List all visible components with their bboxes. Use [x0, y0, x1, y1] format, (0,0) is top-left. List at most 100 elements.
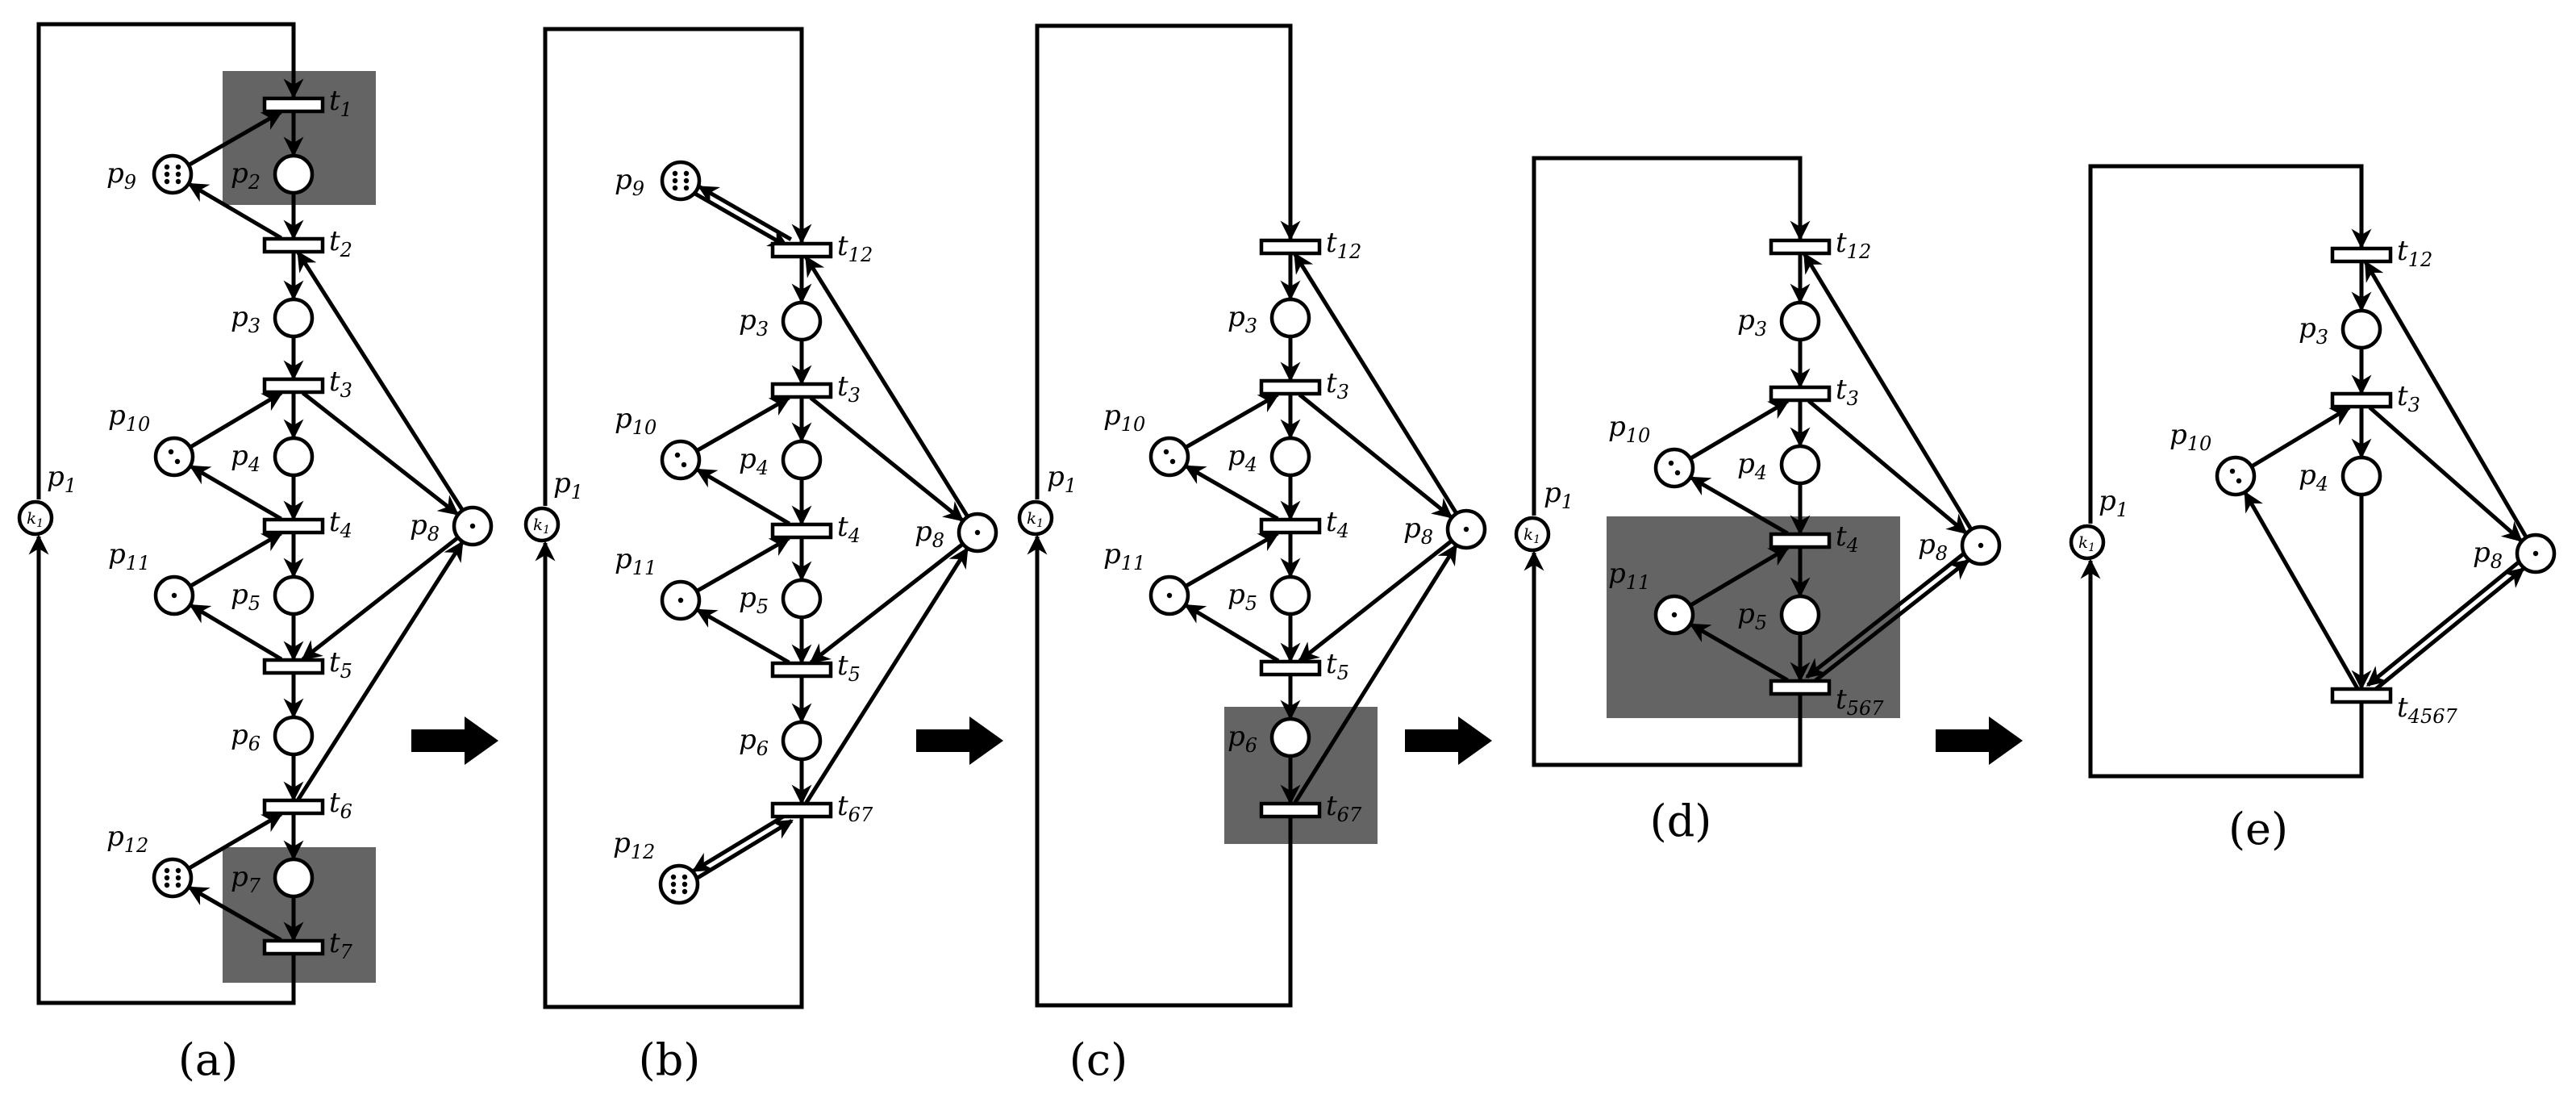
panel-2-arc-t5-p11 — [695, 608, 790, 665]
panel-2-label-t3: t3 — [837, 370, 861, 407]
panel-1-arc-p8-t2 — [296, 250, 465, 512]
panel-2-place-p6 — [781, 720, 823, 762]
panel-1-label-p4: p4 — [231, 440, 261, 476]
panel-2-label-p8: p8 — [915, 516, 944, 552]
panel-2-place-p4 — [781, 439, 823, 481]
panel-2-token-p12-6 — [682, 888, 688, 895]
panel-1-place-p5 — [273, 574, 315, 616]
panel-1-arc-p1-to-first — [36, 22, 304, 499]
panel-1-place-p7 — [273, 857, 315, 899]
panel-1-arc-t4-p10 — [189, 464, 282, 521]
panel-1-token-p12-3 — [164, 875, 170, 881]
panel-4-transition-t12 — [1769, 238, 1832, 256]
panel-5-token-p10-1 — [2229, 468, 2236, 474]
panel-1-label-p12: p12 — [106, 821, 148, 857]
panel-1-transition-t7 — [262, 938, 325, 956]
panel-4-arc-last-to-p1 — [1524, 550, 1803, 767]
panel-3-label-p8: p8 — [1403, 512, 1433, 549]
panel-4-label-p10: p10 — [1608, 411, 1650, 447]
panel-2-caption: (b) — [639, 1034, 701, 1085]
panel-1-transition-t5 — [262, 658, 325, 675]
panel-3-transition-t4 — [1259, 517, 1322, 535]
panel-1-place-p3 — [273, 297, 315, 339]
panel-3-transition-t67 — [1259, 801, 1322, 819]
panel-3-label-p5: p5 — [1228, 579, 1257, 615]
panel-1-place-p4 — [273, 436, 315, 478]
step-arrow-a-to-b — [411, 716, 498, 765]
panel-2-token-p12-1 — [670, 874, 677, 880]
panel-1-label-p10: p10 — [108, 399, 150, 436]
panel-4-arc-t3-p8 — [1807, 399, 1968, 535]
panel-1-token-p8-1 — [469, 523, 476, 529]
panel-2-label-t4: t4 — [837, 511, 861, 547]
panel-5-arc-last-to-p1 — [2080, 558, 2364, 779]
panel-4-token-p10-1 — [1668, 460, 1674, 466]
panel-3-place-p5 — [1269, 574, 1311, 616]
panel-1-place-p12 — [152, 857, 194, 899]
panel-4-arc-t567-p11 — [1689, 622, 1789, 683]
panel-5-place-p4 — [2340, 455, 2382, 497]
panel-3-token-p10-1 — [1163, 449, 1169, 455]
panel-1-token-p9-4 — [175, 171, 181, 178]
panel-4-caption: (d) — [1650, 796, 1712, 846]
panel-4-place-p10 — [1653, 447, 1695, 489]
panel-4-token-p11-1 — [1671, 612, 1678, 618]
panel-2-transition-t4 — [770, 522, 833, 540]
panel-2-arc-p8-t5 — [809, 542, 964, 664]
panel-1-token-p12-4 — [175, 875, 181, 881]
panel-3-arc-p11-t4 — [1185, 531, 1280, 588]
panel-2-arc-t4-p10 — [695, 467, 790, 526]
panel-1-label-t3: t3 — [329, 366, 352, 402]
panel-1-label-t6: t6 — [329, 787, 352, 823]
panel-1-token-p9-3 — [164, 171, 170, 178]
panel-2-arc-p1-to-first — [543, 27, 812, 506]
panel-3-arc-p1-to-first — [1035, 23, 1301, 499]
panel-5-arc-p8-t12 — [2364, 260, 2528, 538]
panel-3-label-p1: p1 — [1047, 461, 1077, 497]
panel-1-arc-t3-p8 — [301, 391, 460, 516]
panel-5-label-t12: t12 — [2397, 235, 2432, 271]
panel-3-arc-t67-p8 — [1293, 544, 1458, 804]
panel-1-place-p6 — [273, 715, 315, 757]
panel-3-arc-p10-t3 — [1185, 392, 1280, 449]
panel-5-arc-p8-t4567 — [2366, 561, 2520, 687]
panel-5-transition-t4567 — [2330, 687, 2393, 704]
panel-1-label-p2: p2 — [231, 157, 261, 194]
panel-1-transition-t6 — [262, 798, 325, 816]
panel-2-token-p10-1 — [674, 452, 681, 458]
panel-2-token-p12-2 — [682, 874, 688, 880]
panel-5-label-p3: p3 — [2299, 312, 2328, 349]
panel-1-token-p9-5 — [164, 178, 170, 185]
panel-2-label-p5: p5 — [739, 582, 769, 618]
panel-4-arc-t567-p8 — [1810, 558, 1970, 685]
panel-4-transition-t3 — [1769, 385, 1832, 403]
panel-2-arc-p8-t12 — [804, 255, 969, 517]
panel-2-token-p11-1 — [677, 597, 684, 604]
panel-2-arc-last-to-p1 — [535, 541, 804, 1009]
panel-2-token-p9-1 — [672, 170, 678, 177]
panel-3-token-p11-1 — [1166, 592, 1173, 599]
panel-1-transition-t4 — [262, 517, 325, 535]
panel-3-place-p3 — [1269, 297, 1311, 339]
panel-4-label-p8: p8 — [1918, 528, 1948, 565]
panel-1-token-p9-2 — [175, 164, 181, 170]
panel-2-token-p9-3 — [672, 178, 678, 184]
panel-2-arc-t3-p8 — [809, 396, 965, 522]
panel-3-transition-t12 — [1259, 238, 1322, 256]
panel-2-token-p12-4 — [682, 881, 688, 888]
panel-2-place-p12 — [658, 863, 700, 905]
panel-1-arc-t6-p8 — [296, 541, 465, 801]
panel-2-token-p9-2 — [683, 170, 690, 177]
panel-4-transition-t567 — [1769, 679, 1832, 696]
panel-4-arc-p11-t4 — [1690, 545, 1790, 607]
panel-1-place-p9 — [152, 153, 194, 195]
panel-1-token-p9-6 — [175, 178, 181, 185]
panel-2-place-p10 — [660, 439, 702, 481]
panel-2-label-p10: p10 — [615, 403, 657, 439]
panel-1-token-p12-1 — [164, 867, 170, 874]
panel-2-token-p9-4 — [683, 178, 690, 184]
panel-5-transition-t3 — [2330, 391, 2393, 409]
panel-3-token-p10-2 — [1169, 458, 1176, 465]
panel-3-place-p4 — [1269, 436, 1311, 478]
panel-3-label-t4: t4 — [1326, 506, 1349, 542]
